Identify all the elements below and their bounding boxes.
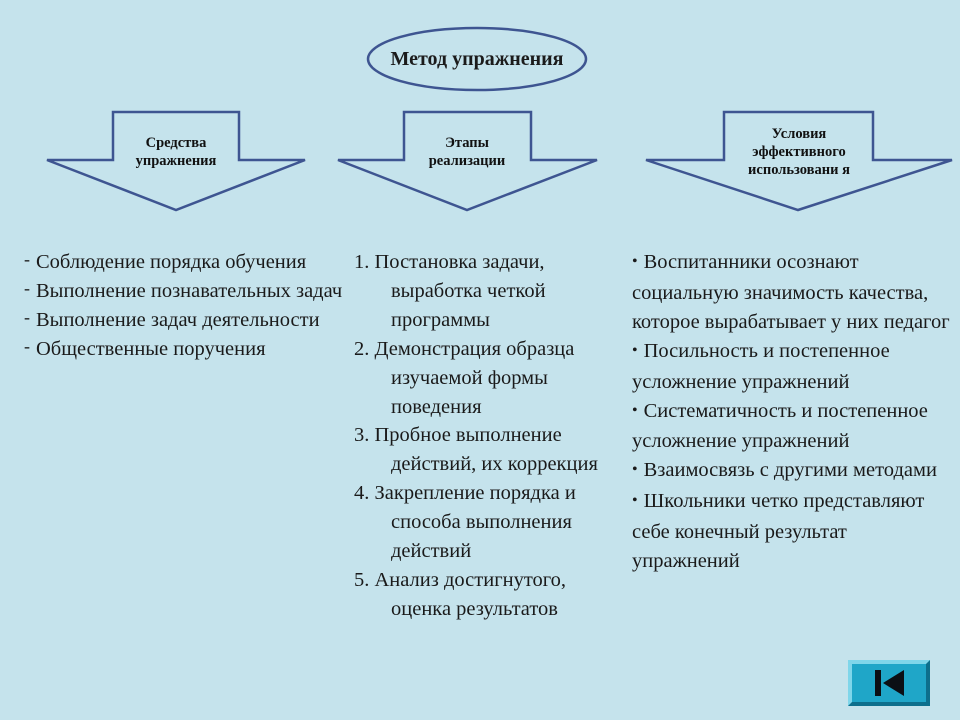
- dash-marker: -: [24, 306, 30, 327]
- arrow-label-means: Средства упражнения: [135, 135, 217, 169]
- method-title: Метод упражнения: [390, 48, 564, 70]
- list-item: 5. Анализ достигнутого, оценка результат…: [354, 568, 567, 620]
- arrow-label-stages: Этапы реализации: [428, 135, 506, 169]
- list-item: •Посильность и постепенное усложнение уп…: [632, 339, 890, 393]
- conditions-list: •Воспитанники осознают социальную значим…: [632, 248, 952, 576]
- list-item: -Выполнение познавательных задач: [24, 277, 343, 302]
- arrow-label-conditions: Условия эффективного использовани я: [748, 126, 850, 178]
- bullet-marker: •: [632, 253, 638, 270]
- bullet-marker: •: [632, 401, 638, 419]
- dash-marker: -: [24, 249, 30, 269]
- dash-marker: -: [24, 277, 30, 298]
- means-list: -Соблюдение порядка обучения -Выполнение…: [24, 248, 344, 364]
- bullet-marker: •: [632, 492, 638, 510]
- list-item: •Взаимосвязь с другими методами: [632, 459, 937, 482]
- list-item: -Соблюдение порядка обучения: [24, 249, 307, 273]
- list-item: 2. Демонстрация образца изучаемой формы …: [354, 337, 575, 418]
- bullet-marker: •: [632, 341, 638, 359]
- stages-list: 1. Постановка задачи, выработка четкой п…: [354, 248, 624, 624]
- item-number: 3.: [354, 424, 370, 447]
- arrow-right-shape: [645, 110, 953, 212]
- list-item: 1. Постановка задачи, выработка четкой п…: [354, 251, 546, 331]
- list-item: •Школьники четко представляют себе конеч…: [632, 490, 925, 573]
- item-number: 5.: [354, 568, 370, 591]
- item-number: 1.: [354, 251, 370, 273]
- title-oval: [366, 26, 588, 92]
- list-item: -Общественные поручения: [24, 335, 266, 360]
- list-item: •Воспитанники осознают социальную значим…: [632, 251, 950, 333]
- arrow-middle-shape: [337, 110, 598, 212]
- arrow-left-shape: [46, 110, 306, 212]
- list-item: -Выполнение задач деятельности: [24, 306, 320, 331]
- dash-marker: -: [24, 335, 30, 356]
- item-number: 4.: [354, 482, 370, 505]
- list-item: 3. Пробное выполнение действий, их корре…: [354, 424, 598, 476]
- back-to-start-icon: [875, 670, 904, 696]
- bullet-marker: •: [632, 461, 638, 479]
- list-item: 4. Закрепление порядка и способа выполне…: [354, 482, 576, 563]
- item-number: 2.: [354, 337, 370, 360]
- list-item: •Систематичность и постепенное усложнени…: [632, 399, 928, 453]
- back-to-start-button[interactable]: [848, 660, 930, 706]
